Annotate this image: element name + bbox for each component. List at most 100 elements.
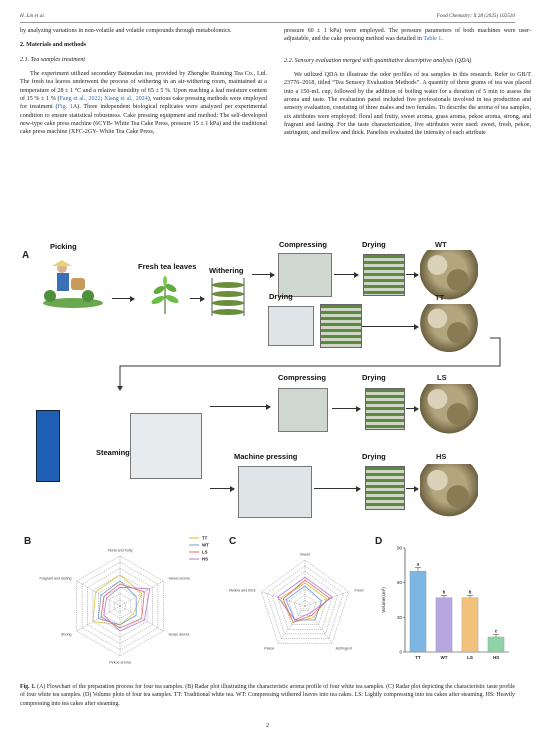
stage-label: Withering — [209, 266, 244, 275]
sample-label-hs: HS — [436, 452, 447, 461]
bar — [409, 570, 427, 653]
left-column: by analyzing variations in non-volatile … — [20, 27, 267, 137]
x-tick-label: WT — [441, 655, 448, 660]
paragraph: We utilized QDA to illustrate the odor p… — [284, 72, 531, 137]
running-header-journal: Food Chemistry: X 28 (2025) 102510 — [436, 13, 515, 19]
right-column: pressure 60 ± 1 kPa) were employed. The … — [284, 27, 531, 138]
sample-label-tt: TT — [435, 293, 445, 302]
radar-spoke — [277, 605, 306, 644]
legend-label: WT — [202, 543, 209, 548]
steaming-machine — [130, 413, 202, 479]
flow-arrow — [332, 405, 361, 412]
radar-series-wt — [285, 585, 322, 621]
wt-tea-photo — [420, 250, 478, 300]
radar-grid-ring — [81, 562, 159, 651]
stage-label: Compressing — [278, 373, 326, 382]
fresh-leaves-illustration — [140, 276, 190, 316]
flow-arrow — [112, 295, 135, 302]
page-number: 2 — [266, 723, 269, 729]
panel-label: D — [375, 536, 383, 547]
radar-axis-label: Sweet aroma — [168, 577, 189, 581]
header-rule — [20, 22, 515, 23]
bar — [487, 636, 505, 653]
x-tick-label: LS — [467, 655, 473, 660]
panel-label: C — [229, 536, 237, 547]
radar-grid-ring — [271, 571, 339, 635]
press-machine — [238, 466, 312, 518]
radar-axis-label: Sweet — [300, 553, 310, 557]
compressing-machine — [278, 388, 328, 432]
radar-grid-ring — [108, 593, 132, 619]
significance-letter: b — [443, 589, 446, 594]
running-header-authors: H. Lin et al. — [20, 13, 45, 19]
stage-label: Drying — [362, 373, 386, 382]
y-tick-label: 90 — [397, 546, 403, 551]
paragraph: The experiment utilized secondary Baimud… — [20, 71, 268, 136]
ls-tea-photo — [420, 384, 478, 434]
flow-arrow — [210, 485, 235, 492]
radar-series-wt — [97, 580, 137, 626]
subsection-heading: 2.2. Sensory evaluation merged with quan… — [284, 57, 472, 64]
steam-boiler — [36, 410, 60, 482]
bar — [461, 597, 479, 653]
legend-label: TT — [202, 536, 208, 541]
panel-label: B — [24, 536, 32, 547]
radar-axis-label: Fresh — [354, 588, 363, 592]
table-link[interactable]: Table 1 — [423, 36, 442, 43]
flow-arrow — [406, 271, 419, 278]
radar-spoke — [304, 605, 333, 644]
y-tick-label: 0 — [399, 650, 402, 655]
radar-series-ls — [282, 579, 331, 623]
radar-series-hs — [277, 576, 333, 621]
citation-link[interactable]: Fang et al., 2022 — [59, 96, 101, 103]
stage-label: Drying — [362, 452, 386, 461]
picker-illustration — [42, 258, 104, 308]
press-machine — [268, 306, 314, 346]
dryer — [320, 304, 362, 348]
radar-axis-label: Floral and fruity — [108, 549, 133, 553]
radar-axis-label: Fragrant and lasting — [40, 577, 72, 581]
radar-series-ls — [100, 583, 145, 629]
citation-link[interactable]: Xiang et al., 2024 — [103, 96, 148, 103]
radar-grid-ring — [261, 559, 349, 644]
sample-label-wt: WT — [435, 240, 447, 249]
stage-label: Drying — [269, 292, 293, 301]
figure-caption: Fig. 1. (A) Flowchart of the preparation… — [20, 684, 515, 707]
dryer — [363, 254, 405, 296]
flow-arrow — [362, 323, 419, 330]
radar-grid-ring — [76, 555, 164, 657]
radar-axis-label: Grass aroma — [168, 633, 189, 637]
flow-arrow — [314, 485, 361, 492]
bar — [435, 597, 453, 653]
section-heading: 2. Materials and methods — [20, 42, 87, 49]
radar-axis-label: Strong — [61, 633, 72, 637]
radar-axis-label: Pekoe — [264, 647, 274, 651]
sample-label-ls: LS — [437, 373, 447, 382]
tt-tea-photo — [420, 304, 478, 352]
flow-arrow — [190, 295, 205, 302]
flow-arrow — [406, 405, 419, 412]
flow-arrow — [334, 271, 359, 278]
radar-axis-label: Pekoe aroma — [109, 661, 130, 665]
compressing-machine — [278, 253, 332, 297]
panel-a-flowchart: A Picking Fresh tea leaves — [20, 238, 515, 530]
paragraph: by analyzing variations in non-volatile … — [20, 28, 232, 34]
flow-arrow — [252, 271, 275, 278]
subsection-heading: 2.1. Tea samples treatment — [20, 56, 86, 63]
radar-spoke — [76, 580, 121, 607]
figure-link[interactable]: Fig. 1 — [57, 104, 73, 111]
stage-label: Drying — [362, 240, 386, 249]
flow-arrow — [406, 485, 419, 492]
radar-axis-label: Mellow and thick — [229, 588, 256, 592]
withering-rack-illustration — [206, 276, 250, 318]
y-tick-label: 30 — [397, 615, 403, 620]
figure-1: A Picking Fresh tea leaves — [20, 238, 515, 672]
significance-letter: b — [469, 589, 472, 594]
panel-label: A — [22, 250, 30, 261]
